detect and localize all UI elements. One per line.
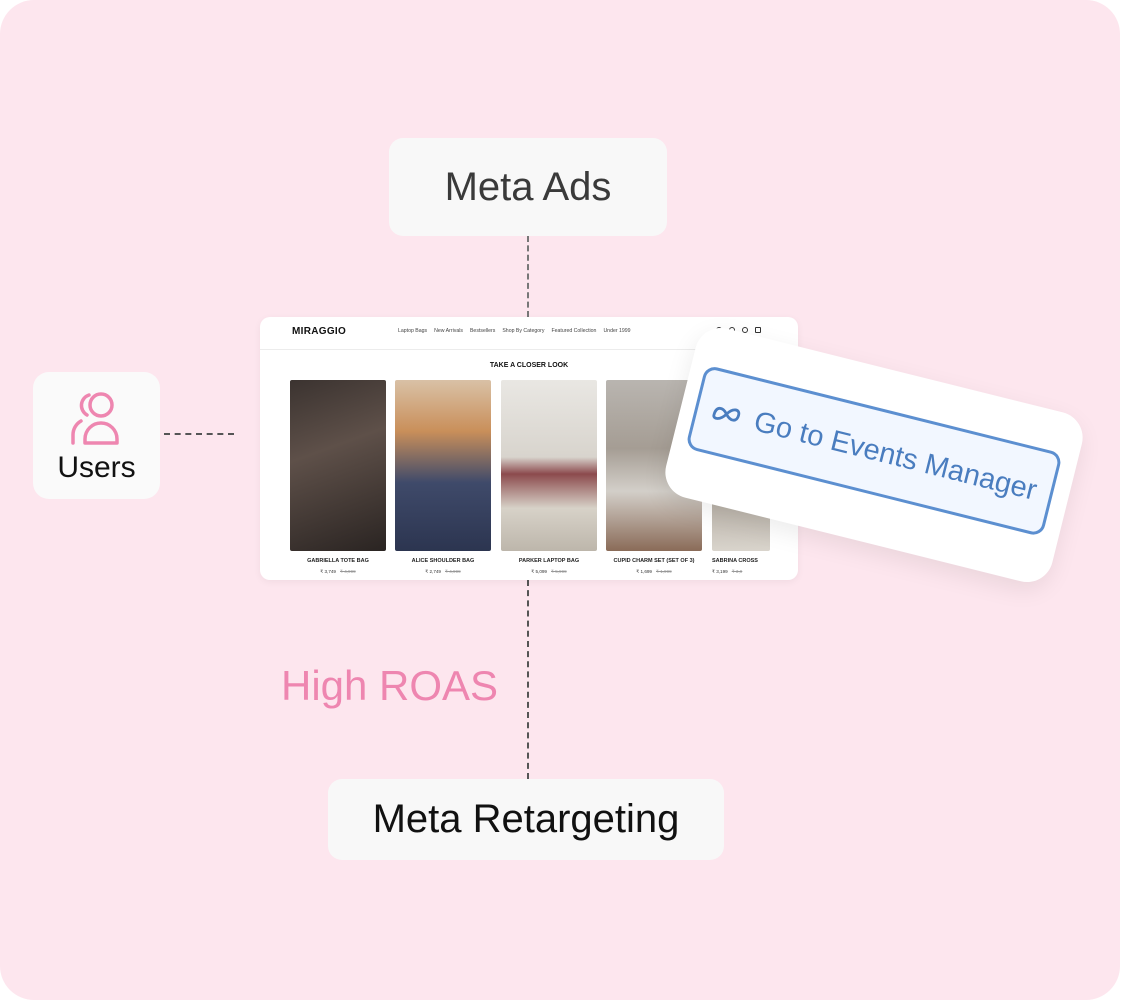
users-icon — [70, 391, 119, 445]
product-name: PARKER LAPTOP BAG — [518, 558, 580, 564]
meta-ads-node: Meta Ads — [389, 138, 667, 236]
connector-ads-to-site — [527, 236, 529, 317]
nav-link-shop-by-category[interactable]: Shop By Category — [502, 328, 545, 334]
high-roas-label: High ROAS — [281, 662, 499, 709]
product-price: ₹ 3,199₹ 3,9 — [712, 569, 743, 574]
go-to-events-manager-button[interactable]: Go to Events Manager — [685, 364, 1063, 538]
product-price: ₹ 3,749₹ 4,999 — [320, 569, 356, 574]
meta-logo-icon — [712, 406, 741, 422]
events-manager-card: Go to Events Manager — [659, 322, 1089, 588]
nav-link-laptop-bags[interactable]: Laptop Bags — [398, 328, 428, 334]
product-price: ₹ 5,099₹ 5,999 — [531, 569, 567, 574]
connector-users-to-site — [164, 433, 234, 435]
nav-link-bestsellers[interactable]: Bestsellers — [469, 328, 496, 334]
storefront-nav-links: Laptop Bags New Arrivals Bestsellers Sho… — [398, 328, 631, 334]
nav-link-under-1999[interactable]: Under 1999 — [603, 328, 631, 334]
events-button-label: Go to Events Manager — [750, 405, 1041, 507]
bag-icon[interactable] — [755, 327, 761, 333]
product-image[interactable] — [395, 380, 491, 551]
product-name: CUPID CHARM SET (SET OF 3) — [613, 558, 695, 564]
product-image[interactable] — [290, 380, 386, 551]
meta-retargeting-node: Meta Retargeting — [328, 779, 724, 860]
product-price: ₹ 1,699₹ 1,999 — [636, 569, 672, 574]
product-price: ₹ 2,749₹ 4,999 — [425, 569, 461, 574]
users-label: Users — [57, 450, 136, 484]
product-image[interactable] — [501, 380, 597, 551]
storefront-brand[interactable]: MIRAGGIO — [292, 326, 347, 337]
product-card[interactable]: ALICE SHOULDER BAG ₹ 2,749₹ 4,999 — [395, 380, 491, 575]
nav-link-featured-collection[interactable]: Featured Collection — [551, 328, 597, 334]
product-name: ALICE SHOULDER BAG — [411, 558, 475, 564]
storefront-nav: MIRAGGIO Laptop Bags New Arrivals Bestse… — [260, 317, 798, 350]
users-node: Users — [33, 372, 160, 499]
section-title: TAKE A CLOSER LOOK — [489, 362, 569, 369]
nav-link-new-arrivals[interactable]: New Arrivals — [434, 328, 463, 334]
product-card[interactable]: PARKER LAPTOP BAG ₹ 5,099₹ 5,999 — [501, 380, 597, 575]
product-name: GABRIELLA TOTE BAG — [307, 558, 369, 564]
connector-site-to-retargeting — [527, 580, 529, 779]
product-name: SABRINA CROSS — [712, 558, 758, 564]
product-card[interactable]: GABRIELLA TOTE BAG ₹ 3,749₹ 4,999 — [290, 380, 386, 575]
